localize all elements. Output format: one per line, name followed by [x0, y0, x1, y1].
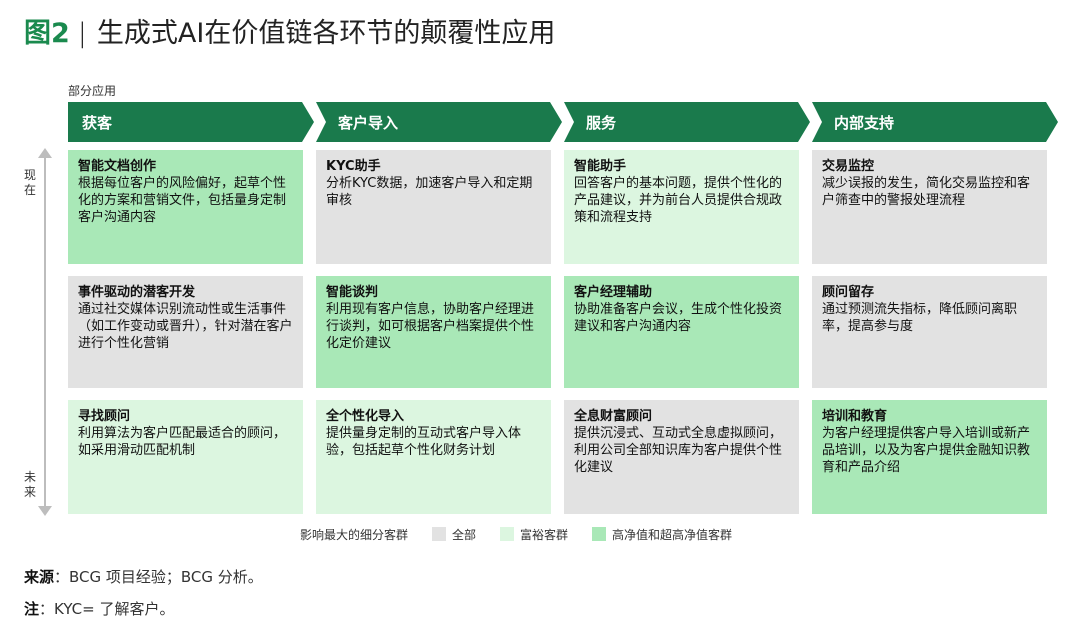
- app-title: 客户经理辅助: [574, 285, 653, 300]
- app-cell: 智能谈判 利用现有客户信息，协助客户经理进行谈判，如可根据客户档案提供个性化定价…: [316, 276, 551, 388]
- figure-title: 生成式AI在价值链各环节的颠覆性应用: [96, 18, 556, 49]
- legend: 影响最大的细分客群 全部 富裕客群 高净值和超高净值客群: [300, 526, 732, 542]
- app-description: 减少误报的发生，简化交易监控和客户筛查中的警报处理流程: [822, 176, 1031, 208]
- source-note: 来源：BCG 项目经验；BCG 分析。: [24, 566, 263, 587]
- application-grid: 智能文档创作 根据每位客户的风险偏好，起草个性化的方案和营销文件，包括量身定制客…: [68, 150, 1058, 516]
- legend-swatch: [432, 527, 447, 541]
- app-cell: KYC助手 分析KYC数据，加速客户导入和定期审核: [316, 150, 551, 264]
- app-cell: 智能文档创作 根据每位客户的风险偏好，起草个性化的方案和营销文件，包括量身定制客…: [68, 150, 303, 264]
- app-description: 提供量身定制的互动式客户导入体验，包括起草个性化财务计划: [326, 426, 522, 458]
- app-title: 顾问留存: [822, 285, 875, 300]
- legend-label: 高净值和超高净值客群: [612, 527, 733, 542]
- app-cell: 顾问留存 通过预测流失指标，降低顾问离职率，提高参与度: [812, 276, 1047, 388]
- section-label: 部分应用: [68, 84, 117, 98]
- legend-label: 富裕客群: [520, 527, 569, 542]
- app-title: 全息财富顾问: [574, 409, 653, 424]
- app-cell: 交易监控 减少误报的发生，简化交易监控和客户筛查中的警报处理流程: [812, 150, 1047, 264]
- legend-label: 全部: [452, 527, 477, 542]
- app-title: 寻找顾问: [78, 409, 131, 424]
- app-description: 协助准备客户会议，生成个性化投资建议和客户沟通内容: [574, 302, 783, 334]
- legend-item-all: 全部: [432, 526, 476, 543]
- app-title: 智能文档创作: [78, 159, 157, 174]
- app-description: 提供沉浸式、互动式全息虚拟顾问，利用公司全部知识库为客户提供个性化建议: [574, 426, 783, 475]
- stage-service: 服务: [564, 102, 810, 142]
- figure-header: 图2 | 生成式AI在价值链各环节的颠覆性应用: [24, 14, 555, 54]
- axis-arrow-down-icon: [38, 506, 52, 516]
- app-description: 分析KYC数据，加速客户导入和定期审核: [326, 176, 533, 208]
- legend-item-affluent: 富裕客群: [500, 526, 568, 543]
- app-description: 根据每位客户的风险偏好，起草个性化的方案和营销文件，包括量身定制客户沟通内容: [78, 176, 287, 225]
- footnote: 注：KYC= 了解客户。: [24, 598, 174, 619]
- source-label: 来源: [24, 568, 55, 586]
- source-text: ：BCG 项目经验；BCG 分析。: [54, 568, 263, 586]
- stage-internal-support: 内部支持: [812, 102, 1058, 142]
- note-text: ：KYC= 了解客户。: [39, 600, 175, 618]
- app-cell: 智能助手 回答客户的基本问题，提供个性化的产品建议，并为前台人员提供合规政策和流…: [564, 150, 799, 264]
- app-title: 交易监控: [822, 159, 875, 174]
- app-description: 为客户经理提供客户导入培训或新产品培训，以及为客户提供金融知识教育和产品介绍: [822, 426, 1031, 475]
- app-title: 事件驱动的潜客开发: [78, 285, 196, 300]
- legend-swatch: [592, 527, 607, 541]
- app-cell: 全息财富顾问 提供沉浸式、互动式全息虚拟顾问，利用公司全部知识库为客户提供个性化…: [564, 400, 799, 514]
- app-cell: 客户经理辅助 协助准备客户会议，生成个性化投资建议和客户沟通内容: [564, 276, 799, 388]
- axis-label-future: 未来: [23, 470, 36, 499]
- app-cell: 全个性化导入 提供量身定制的互动式客户导入体验，包括起草个性化财务计划: [316, 400, 551, 514]
- app-description: 回答客户的基本问题，提供个性化的产品建议，并为前台人员提供合规政策和流程支持: [574, 176, 783, 225]
- time-axis: [44, 152, 46, 512]
- stage-acquisition: 获客: [68, 102, 314, 142]
- app-description: 利用现有客户信息，协助客户经理进行谈判，如可根据客户档案提供个性化定价建议: [326, 302, 535, 351]
- app-title: 智能谈判: [326, 285, 379, 300]
- legend-item-hnw: 高净值和超高净值客群: [592, 526, 732, 543]
- app-cell: 事件驱动的潜客开发 通过社交媒体识别流动性或生活事件（如工作变动或晋升），针对潜…: [68, 276, 303, 388]
- app-cell: 寻找顾问 利用算法为客户匹配最适合的顾问，如采用滑动匹配机制: [68, 400, 303, 514]
- app-description: 通过社交媒体识别流动性或生活事件（如工作变动或晋升），针对潜在客户进行个性化营销: [78, 302, 293, 351]
- legend-title: 影响最大的细分客群: [300, 527, 409, 542]
- app-title: 全个性化导入: [326, 409, 405, 424]
- stage-chevrons: 获客 客户导入 服务 内部支持: [68, 102, 1058, 142]
- app-title: 智能助手: [574, 159, 627, 174]
- app-cell: 培训和教育 为客户经理提供客户导入培训或新产品培训，以及为客户提供金融知识教育和…: [812, 400, 1047, 514]
- app-description: 利用算法为客户匹配最适合的顾问，如采用滑动匹配机制: [78, 426, 287, 458]
- app-title: 培训和教育: [822, 409, 888, 424]
- app-description: 通过预测流失指标，降低顾问离职率，提高参与度: [822, 302, 1018, 334]
- note-label: 注: [24, 600, 40, 618]
- stage-onboarding: 客户导入: [316, 102, 562, 142]
- figure-label: 图2: [24, 18, 70, 49]
- title-separator: |: [77, 18, 87, 49]
- legend-swatch: [500, 527, 515, 541]
- axis-label-now: 现在: [23, 168, 36, 197]
- app-title: KYC助手: [326, 159, 381, 174]
